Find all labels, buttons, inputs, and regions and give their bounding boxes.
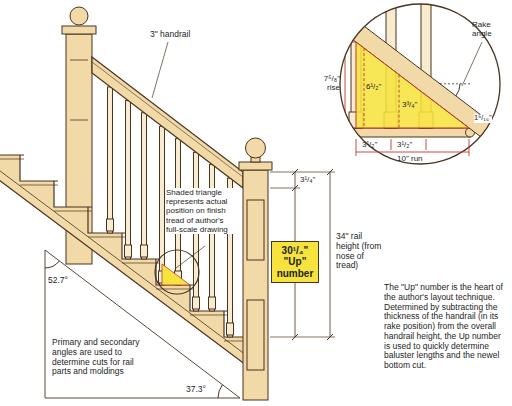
tread-edge: [0, 159, 24, 160]
inset-detail: [330, 0, 510, 159]
dimension-tick: [292, 334, 298, 340]
baluster-block: [125, 245, 132, 257]
extension-line: [270, 337, 335, 338]
inset-rail: [330, 0, 510, 159]
angle-arc: [45, 261, 59, 268]
tread-edge: [122, 263, 160, 264]
tread-edge: [156, 289, 194, 290]
baluster: [210, 164, 215, 311]
right-newel-cap: [239, 162, 272, 170]
newel-detail: [70, 120, 88, 121]
dimension-tick: [292, 185, 298, 191]
baluster-block: [141, 245, 148, 257]
left-newel-finial: [70, 7, 88, 25]
handrail: [92, 57, 243, 188]
baluster-block: [193, 297, 200, 309]
baluster: [160, 126, 165, 285]
leader-line: [152, 42, 168, 98]
node-text: 30¹/₄" "Up" number: [277, 245, 314, 280]
angle-line: [45, 250, 46, 398]
newel-panel: [247, 300, 264, 370]
baluster: [142, 113, 147, 259]
dimension-label: Rake angle: [472, 20, 508, 38]
dimension-line: [399, 75, 400, 128]
dimension-label: 3¹/₄": [300, 175, 315, 184]
baluster: [126, 101, 131, 259]
dimension-tick: [356, 150, 357, 156]
dimension-line: [330, 172, 331, 337]
dimension-label: 7⁵/₈" rise: [310, 74, 340, 92]
dimension-label: 3¹/₂": [362, 140, 377, 149]
newel-detail: [70, 60, 88, 61]
tread-edge: [54, 211, 92, 212]
rake-reference: [440, 83, 472, 84]
dimension-tick: [327, 334, 333, 340]
note-text: The "Up" number is the heart of the auth…: [384, 283, 508, 371]
inset-tread: [330, 128, 470, 137]
dimension-label: 3³/₄": [402, 100, 417, 109]
dimension-label: 6¹/₂": [366, 82, 381, 91]
dimension-label: 37.3°: [186, 385, 206, 395]
extension-line: [270, 172, 335, 173]
dimension-tick: [356, 139, 357, 150]
leader-line: [462, 42, 482, 86]
dimension-tick: [391, 139, 392, 150]
inset-shaded-triangle: [356, 42, 469, 128]
note-text: Primary and secondary angles are used to…: [52, 338, 148, 377]
right-newel-post: [243, 170, 268, 400]
angle-arc: [218, 385, 223, 398]
note-text: Shaded triangle represents actual positi…: [166, 188, 238, 234]
dimension-line: [364, 48, 365, 128]
dimension-label: 1⁵/₁₆": [474, 114, 492, 123]
tread-edge: [88, 237, 126, 238]
dimension-tick: [327, 169, 333, 175]
leader-line: [176, 246, 205, 268]
dimension-label: 10" run: [397, 154, 423, 163]
newel-panel: [247, 200, 264, 260]
baluster: [108, 87, 113, 233]
baluster-block: [209, 297, 216, 309]
detail-circle: [155, 250, 199, 294]
dimension-tick: [426, 139, 427, 150]
angle-line: [45, 398, 240, 399]
dimension-label: 34" rail height (from nose of tread): [336, 232, 382, 271]
shaded-triangle: [162, 264, 190, 285]
dimension-tick: [469, 139, 470, 156]
tread-edge: [190, 315, 228, 316]
left-newel-cap: [62, 26, 96, 34]
right-newel-finial: [246, 138, 266, 158]
rake-arc: [456, 84, 460, 96]
extension-line: [341, 42, 356, 43]
dimension-label: 52.7°: [48, 276, 68, 286]
dimension-label: 3" handrail: [150, 30, 190, 40]
tread-edge: [20, 185, 58, 186]
dimension-label: 3¹/₂": [397, 140, 412, 149]
dimension-tick: [292, 169, 298, 175]
dimension-line: [356, 152, 469, 153]
up-number-box: 30¹/₄" "Up" number: [271, 241, 320, 284]
baluster-block: [107, 219, 114, 231]
handrail-detail: [92, 62, 243, 177]
baluster-block: [227, 323, 234, 335]
